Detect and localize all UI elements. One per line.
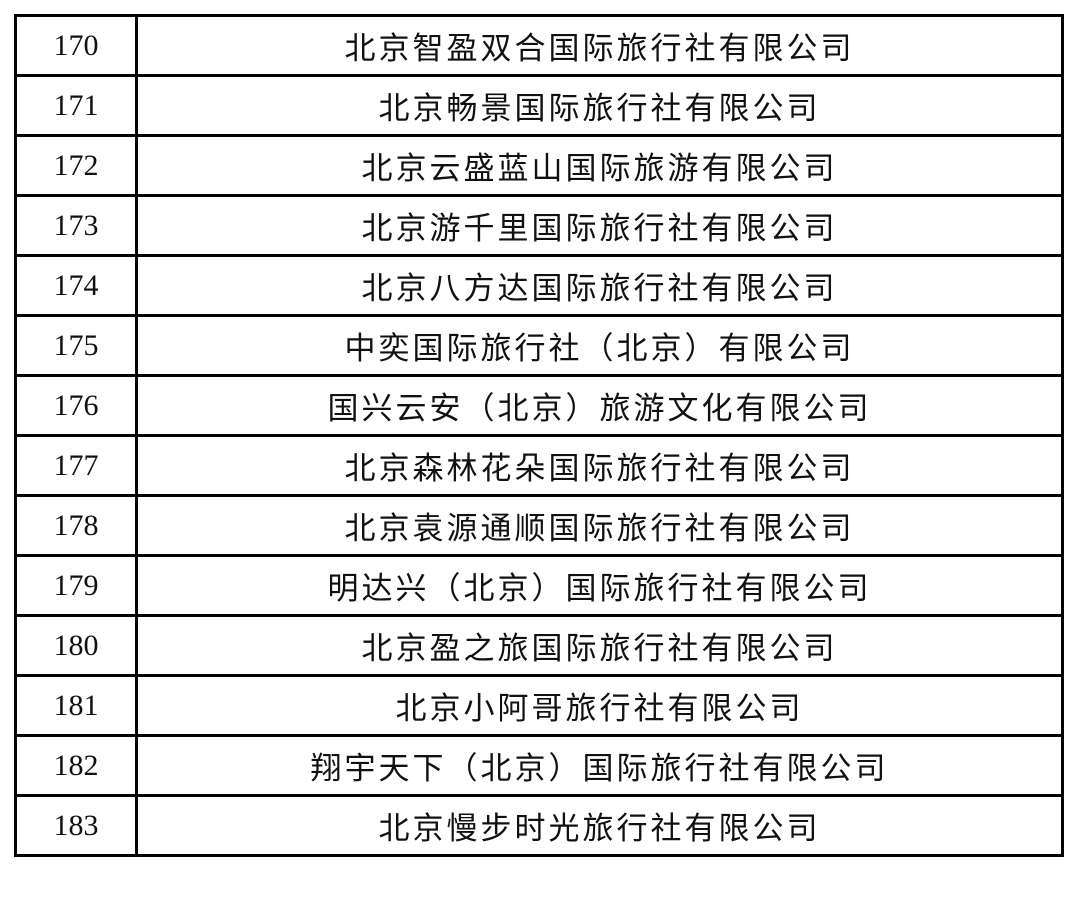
row-number: 178 [14,494,138,557]
row-number: 174 [14,254,138,317]
company-name: 北京游千里国际旅行社有限公司 [135,194,1064,257]
row-number: 170 [14,14,138,77]
company-name: 国兴云安（北京）旅游文化有限公司 [135,374,1064,437]
company-name: 北京智盈双合国际旅行社有限公司 [135,14,1064,77]
company-name: 北京小阿哥旅行社有限公司 [135,674,1064,737]
company-name: 北京慢步时光旅行社有限公司 [135,794,1064,857]
company-name: 北京畅景国际旅行社有限公司 [135,74,1064,137]
company-name: 中奕国际旅行社（北京）有限公司 [135,314,1064,377]
row-number: 176 [14,374,138,437]
row-number: 183 [14,794,138,857]
company-name: 北京八方达国际旅行社有限公司 [135,254,1064,317]
company-name: 翔宇天下（北京）国际旅行社有限公司 [135,734,1064,797]
company-name: 北京袁源通顺国际旅行社有限公司 [135,494,1064,557]
row-number: 173 [14,194,138,257]
company-name: 北京盈之旅国际旅行社有限公司 [135,614,1064,677]
company-name: 北京云盛蓝山国际旅游有限公司 [135,134,1064,197]
row-number: 171 [14,74,138,137]
row-number: 181 [14,674,138,737]
row-number: 175 [14,314,138,377]
company-name: 明达兴（北京）国际旅行社有限公司 [135,554,1064,617]
row-number: 180 [14,614,138,677]
row-number: 177 [14,434,138,497]
row-number: 182 [14,734,138,797]
row-number: 172 [14,134,138,197]
row-number: 179 [14,554,138,617]
company-name: 北京森林花朵国际旅行社有限公司 [135,434,1064,497]
